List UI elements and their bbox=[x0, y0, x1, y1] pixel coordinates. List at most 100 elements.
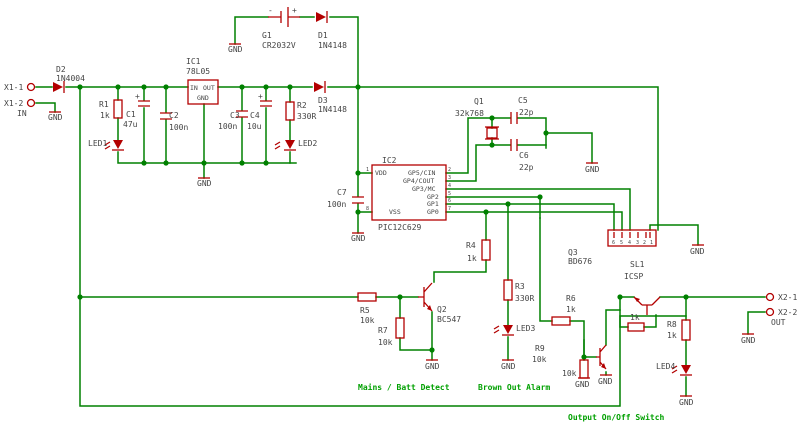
sl1-pin-4: 4 bbox=[628, 240, 631, 246]
c5-value: 22p bbox=[519, 108, 534, 117]
ic2-pin-gp5: GP5/CIN bbox=[408, 169, 435, 177]
resistor-r9: 10k bbox=[562, 359, 589, 379]
resistor-r2: R2 330R bbox=[285, 101, 316, 121]
capacitor-c4: + C4 10u bbox=[247, 92, 272, 131]
ic1-value: 78L05 bbox=[186, 67, 210, 76]
ic2-pin-gp4: GP4/COUT bbox=[403, 177, 434, 185]
q1-value: 32k768 bbox=[455, 109, 484, 118]
gnd-label: GND bbox=[351, 234, 366, 243]
capacitor-c2: C2 100n bbox=[160, 111, 188, 132]
resistor-r4: R4 1k bbox=[466, 239, 491, 263]
connector-x1-2: X1-2 IN bbox=[4, 98, 36, 118]
q2-value: BC547 bbox=[437, 315, 461, 324]
section-output-label: Output On/Off Switch bbox=[568, 412, 665, 422]
section-mains-label: Mains / Batt Detect bbox=[358, 382, 450, 392]
d3-ref: D3 bbox=[318, 96, 328, 105]
c6-value: 22p bbox=[519, 163, 534, 172]
gnd-label: GND bbox=[501, 362, 516, 371]
sl1-pin-5: 5 bbox=[620, 240, 623, 246]
resistor-r3: R3 330R bbox=[503, 279, 534, 303]
led2-ref: LED2 bbox=[298, 139, 317, 148]
led1-ref: LED1 bbox=[88, 139, 107, 148]
r3-value: 330R bbox=[515, 294, 534, 303]
capacitor-c7: C7 100n bbox=[327, 188, 364, 209]
gnd-q3: GND bbox=[598, 374, 613, 386]
r8-value: 1k bbox=[667, 331, 677, 340]
g1-value: CR2032V bbox=[262, 41, 296, 50]
r8-ref: R8 bbox=[667, 320, 677, 329]
gnd-label: GND bbox=[585, 165, 600, 174]
ic2-pin-num-7: 7 bbox=[448, 206, 451, 212]
ic2-pin-gp2: GP2 bbox=[427, 193, 439, 201]
battery-g1: - + G1 CR2032V bbox=[262, 6, 300, 50]
led4-ref: LED4 bbox=[656, 362, 675, 371]
r6-ref: R6 bbox=[566, 294, 576, 303]
c6-ref: C6 bbox=[519, 151, 529, 160]
x1-1-label: X1-1 bbox=[4, 83, 23, 92]
sl1-pin-2: 2 bbox=[643, 240, 646, 246]
resistor-r10: 1k bbox=[627, 313, 645, 332]
transistor-q3 bbox=[633, 296, 661, 315]
diode-d1: D1 1N4148 bbox=[316, 11, 347, 50]
ic2-pin-gp1: GP1 bbox=[427, 200, 439, 208]
r4-value: 1k bbox=[467, 254, 477, 263]
junctions bbox=[77, 84, 689, 360]
gnd-icsp: GND bbox=[690, 244, 705, 256]
r5-ref: R5 bbox=[360, 306, 370, 315]
r3-ref: R3 bbox=[515, 282, 525, 291]
c3-ref: C3 bbox=[230, 111, 240, 120]
ic1-gnd-pin: GND bbox=[197, 94, 209, 102]
gnd-label: GND bbox=[598, 377, 613, 386]
x1-2-label: X1-2 bbox=[4, 99, 23, 108]
icsp-header-sl1: 6 5 4 3 2 1 SL1 ICSP bbox=[607, 229, 657, 281]
gnd-regulator: GND bbox=[197, 177, 212, 188]
q1-ref: Q1 bbox=[474, 97, 484, 106]
ground-symbols: GND GND GND GND GND GND GND GND GND GND … bbox=[48, 43, 756, 407]
microcontroller-ic2: IC2 PIC12C629 VDD GP5/CIN GP4/COUT GP3/M… bbox=[366, 156, 451, 232]
q3-label: Q3 BD676 bbox=[568, 248, 592, 266]
ic2-pin-num-2: 2 bbox=[448, 167, 451, 173]
gnd-label: GND bbox=[575, 380, 590, 389]
d1-value: 1N4148 bbox=[318, 41, 347, 50]
ic1-ref: IC1 bbox=[186, 57, 201, 66]
wires bbox=[35, 16, 766, 407]
q2-ref: Q2 bbox=[437, 305, 447, 314]
sl1-ref: SL1 bbox=[630, 260, 645, 269]
resistor-r7: R7 10k bbox=[378, 317, 405, 347]
ic1-out-pin: OUT bbox=[203, 84, 215, 92]
c3-value: 100n bbox=[218, 122, 237, 131]
r10-ref: 1k bbox=[630, 313, 640, 322]
gnd-label: GND bbox=[690, 247, 705, 256]
ic2-pin-gp3: GP3/MC bbox=[412, 185, 436, 193]
r4-ref: R4 bbox=[466, 241, 476, 250]
ic2-pin-vdd: VDD bbox=[375, 169, 387, 177]
resistor-r5: R5 10k bbox=[357, 292, 377, 325]
capacitor-c5: C5 22p bbox=[510, 96, 534, 124]
q3-ref: Q3 bbox=[568, 248, 578, 257]
gnd-label: GND bbox=[197, 179, 212, 188]
led-led3: LED3 bbox=[493, 324, 535, 336]
capacitor-c1: + C1 47u bbox=[123, 92, 150, 129]
resistor-r1: R1 1k bbox=[99, 99, 123, 120]
led-led4: LED4 bbox=[656, 362, 692, 376]
r9-ref: R9 bbox=[535, 344, 545, 353]
d3-value: 1N4148 bbox=[318, 105, 347, 114]
d1-ref: D1 bbox=[318, 31, 328, 40]
g1-plus: + bbox=[292, 6, 297, 15]
d2-ref: D2 bbox=[56, 65, 66, 74]
connector-x1-1: X1-1 bbox=[4, 82, 36, 92]
regulator-ic1: IN OUT GND IC1 78L05 bbox=[186, 57, 219, 105]
gnd-label: GND bbox=[741, 336, 756, 345]
diode-d2: D2 1N4004 bbox=[53, 65, 85, 93]
connector-x2-1: X2-1 bbox=[765, 292, 797, 302]
resistor-r8: R8 1k bbox=[667, 319, 691, 341]
r6-value: 1k bbox=[566, 305, 576, 314]
c7-value: 100n bbox=[327, 200, 346, 209]
ic2-pin-vss: VSS bbox=[389, 208, 401, 216]
x2-out-label: OUT bbox=[771, 318, 786, 327]
transistor-q3-driver bbox=[596, 344, 607, 370]
r5-value: 10k bbox=[360, 316, 375, 325]
r9-label: R9 10k bbox=[532, 344, 547, 364]
ic2-pin-num-4: 4 bbox=[448, 183, 451, 189]
gnd-crystal: GND bbox=[585, 162, 600, 174]
